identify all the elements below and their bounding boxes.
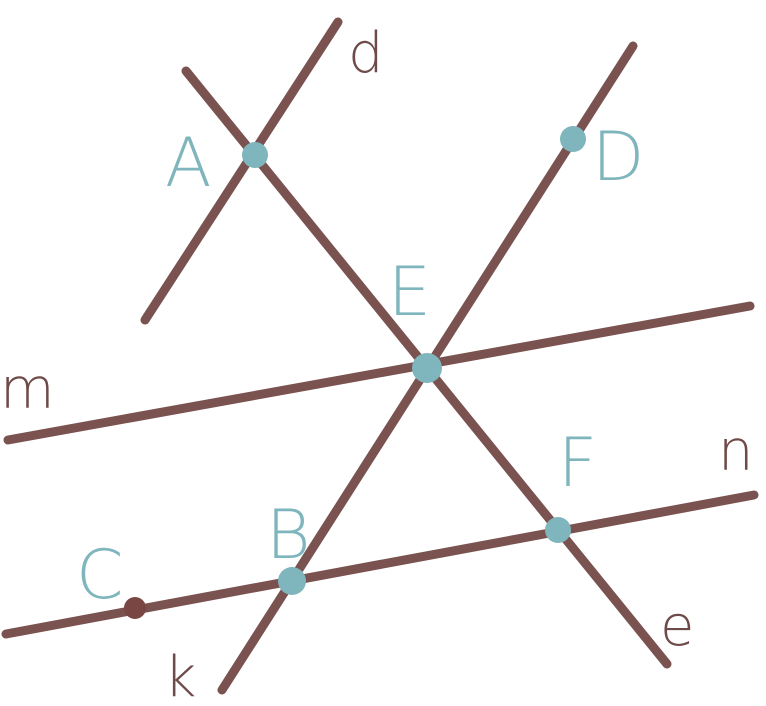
label-line-k: k [164, 645, 196, 706]
label-line-d: d [348, 21, 384, 86]
line-m [3, 301, 755, 445]
point-e [412, 353, 442, 383]
line-d [140, 17, 343, 325]
point-b [278, 567, 306, 595]
label-point-f: F [558, 424, 597, 503]
label-line-n: n [718, 419, 754, 484]
point-a [242, 142, 268, 168]
point-f [545, 517, 571, 543]
label-point-c: C [76, 536, 123, 615]
point-c [124, 597, 146, 619]
label-line-e: e [660, 594, 694, 659]
label-point-a: A [165, 124, 212, 203]
label-point-b: B [266, 496, 311, 575]
label-point-d: D [592, 118, 644, 197]
label-line-m: m [0, 357, 55, 422]
point-d [560, 126, 586, 152]
label-point-e: E [388, 253, 431, 332]
